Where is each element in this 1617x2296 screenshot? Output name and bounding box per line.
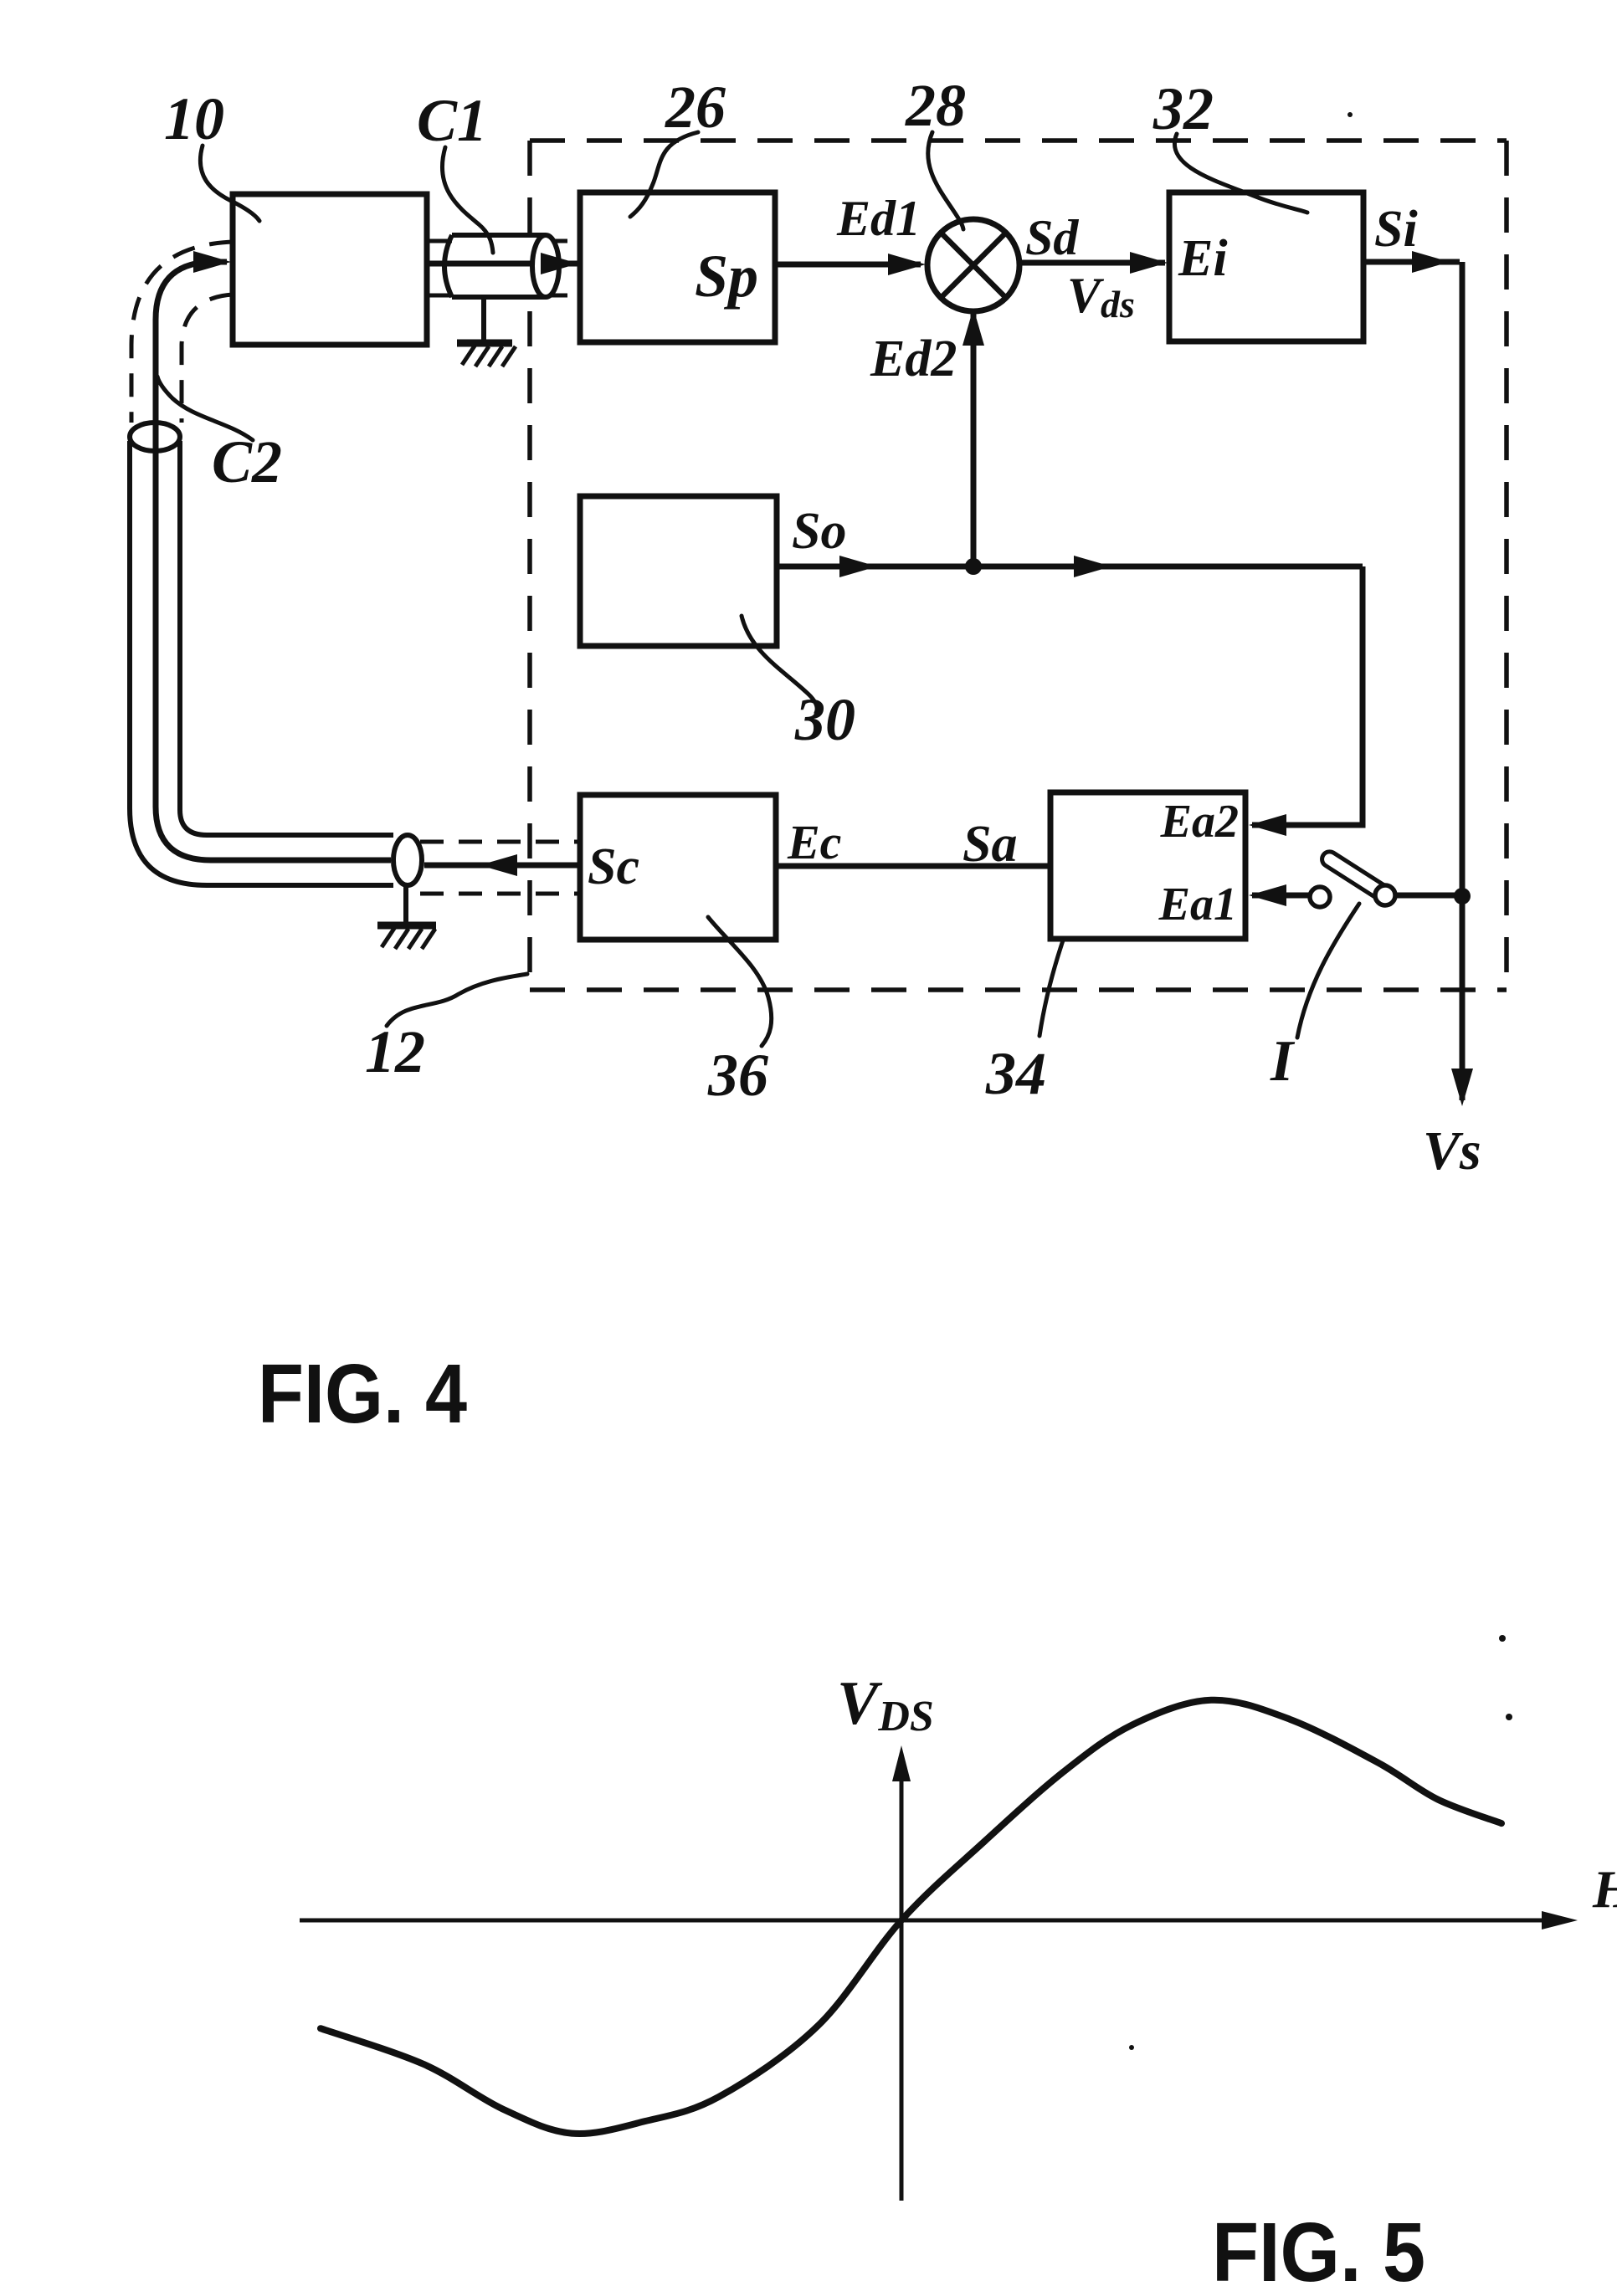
box-34 xyxy=(1047,789,1249,942)
label-vds: Vds xyxy=(1067,268,1135,325)
arrow-into-mixer xyxy=(888,254,926,275)
ref-32: 32 xyxy=(1152,75,1214,142)
center-conductor xyxy=(152,259,391,864)
ref-12: 12 xyxy=(365,1018,425,1085)
ref-10: 10 xyxy=(164,85,224,152)
leader-lines xyxy=(155,130,1362,1048)
arrow-into-sp xyxy=(541,253,578,274)
ref-26: 26 xyxy=(665,74,726,141)
fig4-caption: FIG. 4 xyxy=(258,1347,467,1441)
ref-i: I xyxy=(1270,1029,1296,1094)
ref-30: 30 xyxy=(794,686,855,753)
arrow-into-ea1 xyxy=(1249,884,1286,906)
label-si: Si xyxy=(1374,201,1418,258)
signal-lines xyxy=(424,233,1473,1106)
cable-end xyxy=(391,833,424,888)
y-axis-label: VDS xyxy=(837,1669,934,1740)
label-ed1: Ed1 xyxy=(836,191,921,246)
arrow-si xyxy=(1412,251,1450,273)
arrow-ed2 xyxy=(963,308,984,346)
switch-i xyxy=(1307,849,1398,910)
ground-icon xyxy=(377,885,438,951)
label-ed2: Ed2 xyxy=(870,331,957,387)
ground-icon xyxy=(457,298,518,368)
x-axis-arrow xyxy=(1542,1911,1578,1930)
label-ea1: Ea1 xyxy=(1158,879,1237,930)
y-axis-arrow xyxy=(892,1745,911,1781)
label-so: So xyxy=(792,503,846,560)
arrow-vs xyxy=(1451,1069,1473,1106)
arrow-into-ei xyxy=(1130,252,1168,274)
arrow-sc xyxy=(480,854,517,876)
arrow-into-ea2 xyxy=(1249,814,1286,836)
box-36-sc xyxy=(577,792,779,943)
junction-dot xyxy=(965,558,982,575)
mixer-icon xyxy=(924,216,1023,315)
box-32-ei xyxy=(1166,189,1367,345)
label-vs: Vs xyxy=(1423,1120,1481,1181)
label-ei: Ei xyxy=(1178,230,1228,287)
label-ea2: Ea2 xyxy=(1160,796,1239,848)
fig5-chart: VDS H FIG. 5 xyxy=(300,1669,1617,2296)
ref-34: 34 xyxy=(985,1040,1046,1107)
label-sc: Sc xyxy=(588,838,639,895)
arrow-so-2 xyxy=(1074,556,1111,577)
scan-specks xyxy=(1129,112,1512,2050)
ref-c1: C1 xyxy=(417,87,487,154)
ref-36: 36 xyxy=(707,1042,768,1109)
fig5-caption: FIG. 5 xyxy=(1212,2206,1425,2296)
x-axis-label: H xyxy=(1592,1859,1617,1919)
label-sd: Sd xyxy=(1025,210,1079,265)
junction-dot xyxy=(1454,888,1471,905)
box-26-sp xyxy=(577,189,778,346)
ref-28: 28 xyxy=(905,72,966,139)
vds-vs-h-curve xyxy=(317,1696,1505,2138)
box-30 xyxy=(577,493,780,649)
arrow-so-1 xyxy=(839,556,877,577)
label-ec: Ec xyxy=(787,815,841,869)
label-sa: Sa xyxy=(963,816,1017,873)
block-boxes xyxy=(229,189,1367,943)
ref-c2: C2 xyxy=(212,428,282,495)
label-sp: Sp xyxy=(695,243,758,310)
box-10 xyxy=(229,191,430,348)
arrow-into-box10 xyxy=(193,251,231,273)
